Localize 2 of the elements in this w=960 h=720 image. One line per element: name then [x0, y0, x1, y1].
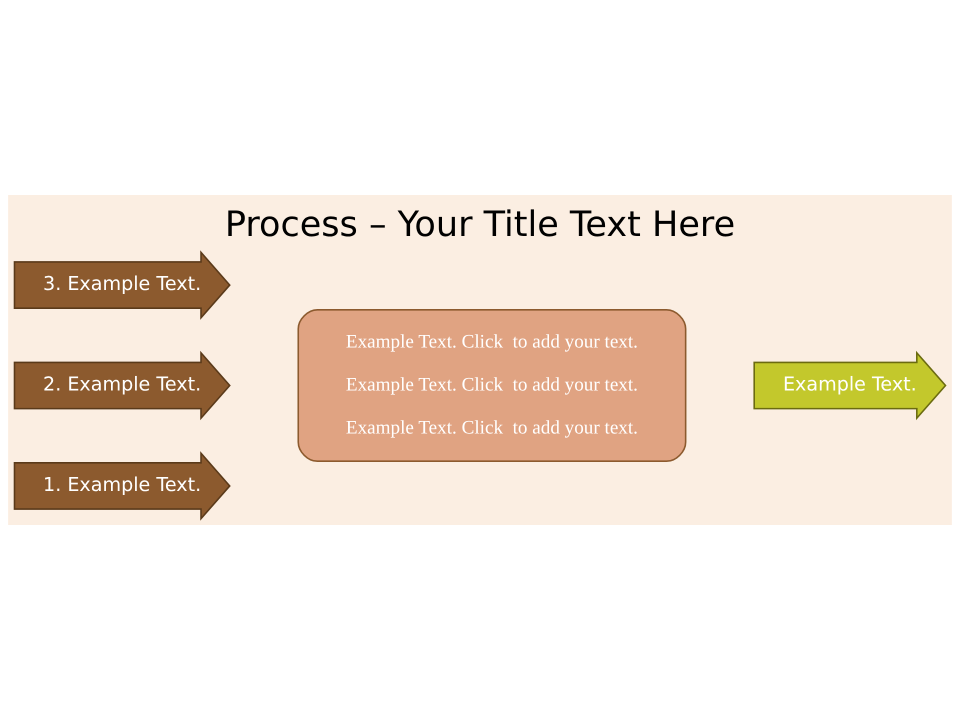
node-box: Example Text. Click to add your text. Example Text. Click to add your text. Example Text. Click to add your text. [297, 308, 686, 462]
diagram-title: Process – Your Title Text Here [224, 204, 736, 245]
